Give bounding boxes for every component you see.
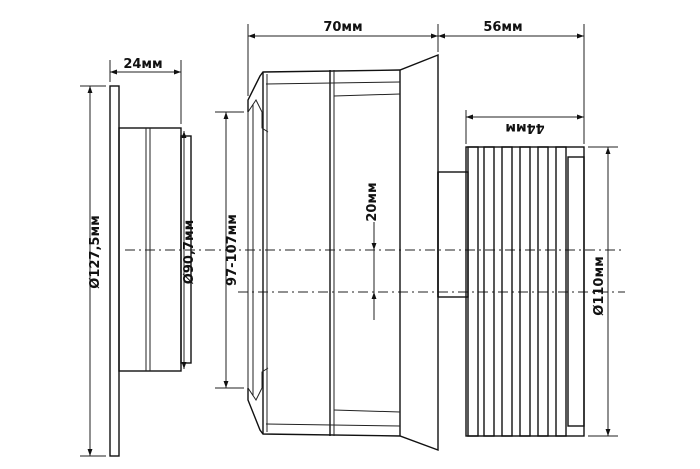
dim-flange-diameter: Ø127,5мм [80, 85, 106, 457]
dim-body-length: 70мм [247, 20, 439, 96]
rib-length-label: 44мм [505, 120, 544, 135]
flange-width-label: 24мм [123, 57, 162, 72]
inner-diameter-label: Ø90,7мм [182, 220, 197, 284]
body-length-label: 70мм [323, 20, 362, 35]
dim-offset: 20мм [365, 182, 380, 320]
dim-rib-length: 44мм [465, 110, 585, 144]
dim-outlet-diameter: Ø110мм [588, 146, 618, 437]
ribbed-outlet [437, 146, 585, 437]
wall-flange [109, 85, 192, 457]
socket-body [247, 53, 439, 452]
dim-socket-range: 97-107мм [215, 111, 244, 389]
outlet-length-label: 56мм [483, 20, 522, 35]
flange-diameter-label: Ø127,5мм [88, 215, 103, 288]
socket-range-label: 97-107мм [225, 214, 240, 286]
outlet-diameter-label: Ø110мм [592, 256, 607, 315]
dim-inner-diameter: Ø90,7мм [181, 131, 197, 369]
offset-label: 20мм [365, 182, 380, 221]
dim-flange-width: 24мм [109, 57, 182, 124]
